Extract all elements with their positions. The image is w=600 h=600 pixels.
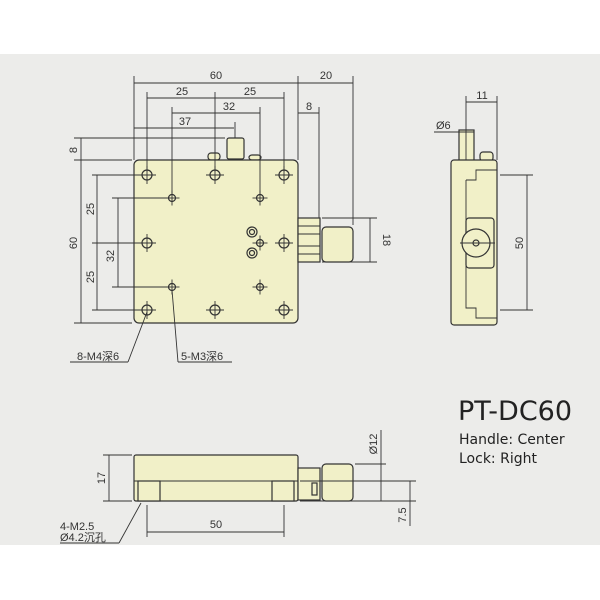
front-view: 17 50 Ø12 7.5 4-M2.5 Ø4.2沉孔 (60, 430, 416, 544)
dim-left-25b: 25 (85, 271, 97, 283)
front-dimension-lines (60, 430, 416, 544)
handle-collar (297, 217, 321, 263)
dim-handle-length: 20 (320, 70, 332, 82)
dim-left-25a: 25 (85, 203, 97, 215)
side-dimension-lines (434, 96, 533, 311)
dim-width: 60 (210, 70, 222, 82)
dim-side-width: 11 (476, 90, 487, 102)
callout-counterbore: Ø4.2沉孔 (60, 531, 106, 544)
lock-stud (226, 137, 245, 160)
dim-knob-dia: 18 (380, 234, 392, 246)
callout-m25: 4-M2.5 (60, 521, 94, 533)
drawing-background (0, 54, 600, 545)
dim-axis-height: 7.5 (397, 507, 409, 522)
callout-m3: 5-M3深6 (181, 350, 223, 363)
side-view: 11 Ø6 50 (434, 90, 533, 326)
dim-stud-height: 8 (68, 147, 80, 153)
top-view: 60 20 25 25 32 37 8 8 60 25 25 32 18 8-M… (68, 70, 392, 363)
dim-m4-pitch-a: 25 (176, 86, 188, 98)
mounting-holes (138, 166, 293, 319)
lock-position: Lock: Right (459, 451, 537, 467)
dim-front-pitch: 50 (210, 519, 222, 531)
dim-left-32: 32 (105, 250, 117, 262)
dim-front-knob-dia: Ø12 (368, 434, 380, 455)
dim-front-height: 17 (96, 472, 108, 484)
stage-plate (133, 159, 299, 324)
dim-m4-pitch-b: 25 (244, 86, 256, 98)
model-title: PT-DC60 (458, 396, 573, 427)
stud-bump (207, 152, 221, 161)
handle-knob (321, 226, 354, 263)
dim-m3-pitch: 32 (223, 101, 235, 113)
callout-m4: 8-M4深6 (77, 350, 119, 363)
top-dimension-lines (70, 76, 377, 363)
handle-position: Handle: Center (459, 432, 565, 448)
stud-bump (248, 154, 262, 161)
dim-stud-dia: Ø6 (436, 120, 451, 132)
dim-handle-offset: 8 (306, 101, 312, 113)
dim-height: 60 (68, 237, 80, 249)
dim-side-pitch: 50 (514, 237, 526, 249)
front-knob (321, 463, 354, 502)
side-stud (458, 129, 475, 162)
dim-stud-offset: 37 (179, 116, 191, 128)
